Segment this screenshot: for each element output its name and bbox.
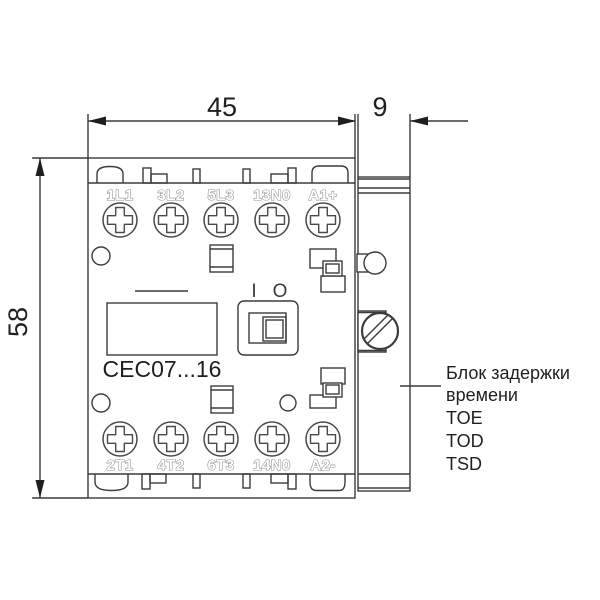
terminal-label: 4T2 — [157, 457, 184, 474]
phillips-screw-icon — [254, 421, 290, 457]
phillips-screw-icon — [203, 421, 239, 457]
slotted-screw-icon — [357, 310, 400, 353]
bottom-terminal-labels: 2T1 4T2 6T3 14N0 A2- — [106, 456, 336, 474]
phillips-screw-icon — [102, 202, 138, 238]
terminal-label: 3L2 — [157, 187, 184, 204]
width-dimension-label: 45 — [207, 92, 237, 122]
phillips-screw-icon — [203, 202, 239, 238]
top-terminal-labels: 1L1 3L2 5L3 13N0 A1+ — [106, 186, 338, 204]
phillips-screw-icon — [102, 421, 138, 457]
height-dimension-label: 58 — [3, 307, 33, 337]
depth-dimension-label: 9 — [372, 92, 387, 122]
dimension-width: 45 — [87, 92, 356, 158]
annotation-line: времени — [446, 385, 518, 405]
phillips-screw-icon — [305, 202, 341, 238]
terminal-label: 14N0 — [253, 457, 290, 474]
dimension-depth: 9 — [357, 92, 468, 177]
timer-block-annotation: Блок задержки времени TOE TOD TSD — [400, 363, 570, 474]
dimension-arrow-right — [338, 116, 356, 126]
annotation-line: TOE — [446, 408, 483, 428]
terminal-label: 6T3 — [207, 457, 234, 474]
phillips-screw-icon — [153, 202, 189, 238]
indicator-off-mark: O — [273, 281, 288, 302]
bottom-cover-notches — [94, 473, 346, 492]
terminal-label: 2T1 — [106, 457, 133, 474]
terminal-label: 1L1 — [106, 187, 133, 204]
model-label: CEC07...16 — [103, 356, 222, 382]
annotation-line: TOD — [446, 431, 484, 451]
dimension-arrow-left — [410, 116, 428, 126]
side-view — [356, 176, 411, 492]
top-latch — [309, 248, 346, 293]
actuator-pin — [356, 251, 387, 275]
dimension-arrow-down — [35, 480, 45, 498]
terminal-label: 5L3 — [207, 187, 234, 204]
mounting-hole — [279, 394, 297, 412]
top-clip — [209, 244, 234, 273]
dimension-arrow-up — [35, 158, 45, 176]
terminal-label: 13N0 — [253, 187, 290, 204]
bottom-latch — [309, 367, 346, 409]
bottom-clip — [210, 385, 234, 414]
phillips-screw-icon — [305, 421, 341, 457]
dimension-arrow-left — [88, 116, 106, 126]
mounting-hole — [91, 246, 111, 266]
auxiliary-switch — [237, 300, 299, 356]
front-view: 1L1 3L2 5L3 13N0 A1+ 2T1 4T2 6T3 1 — [87, 157, 356, 499]
top-cover-notches — [96, 165, 349, 184]
nameplate — [106, 302, 218, 356]
dimension-height: 58 — [3, 157, 88, 499]
terminal-label: A2- — [310, 457, 335, 474]
annotation-line: TSD — [446, 454, 482, 474]
mounting-hole — [91, 393, 111, 413]
indicator-on-mark: I — [251, 281, 256, 302]
annotation-line: Блок задержки — [446, 363, 570, 383]
phillips-screw-icon — [254, 202, 290, 238]
terminal-label: A1+ — [308, 187, 337, 204]
phillips-screw-icon — [153, 421, 189, 457]
